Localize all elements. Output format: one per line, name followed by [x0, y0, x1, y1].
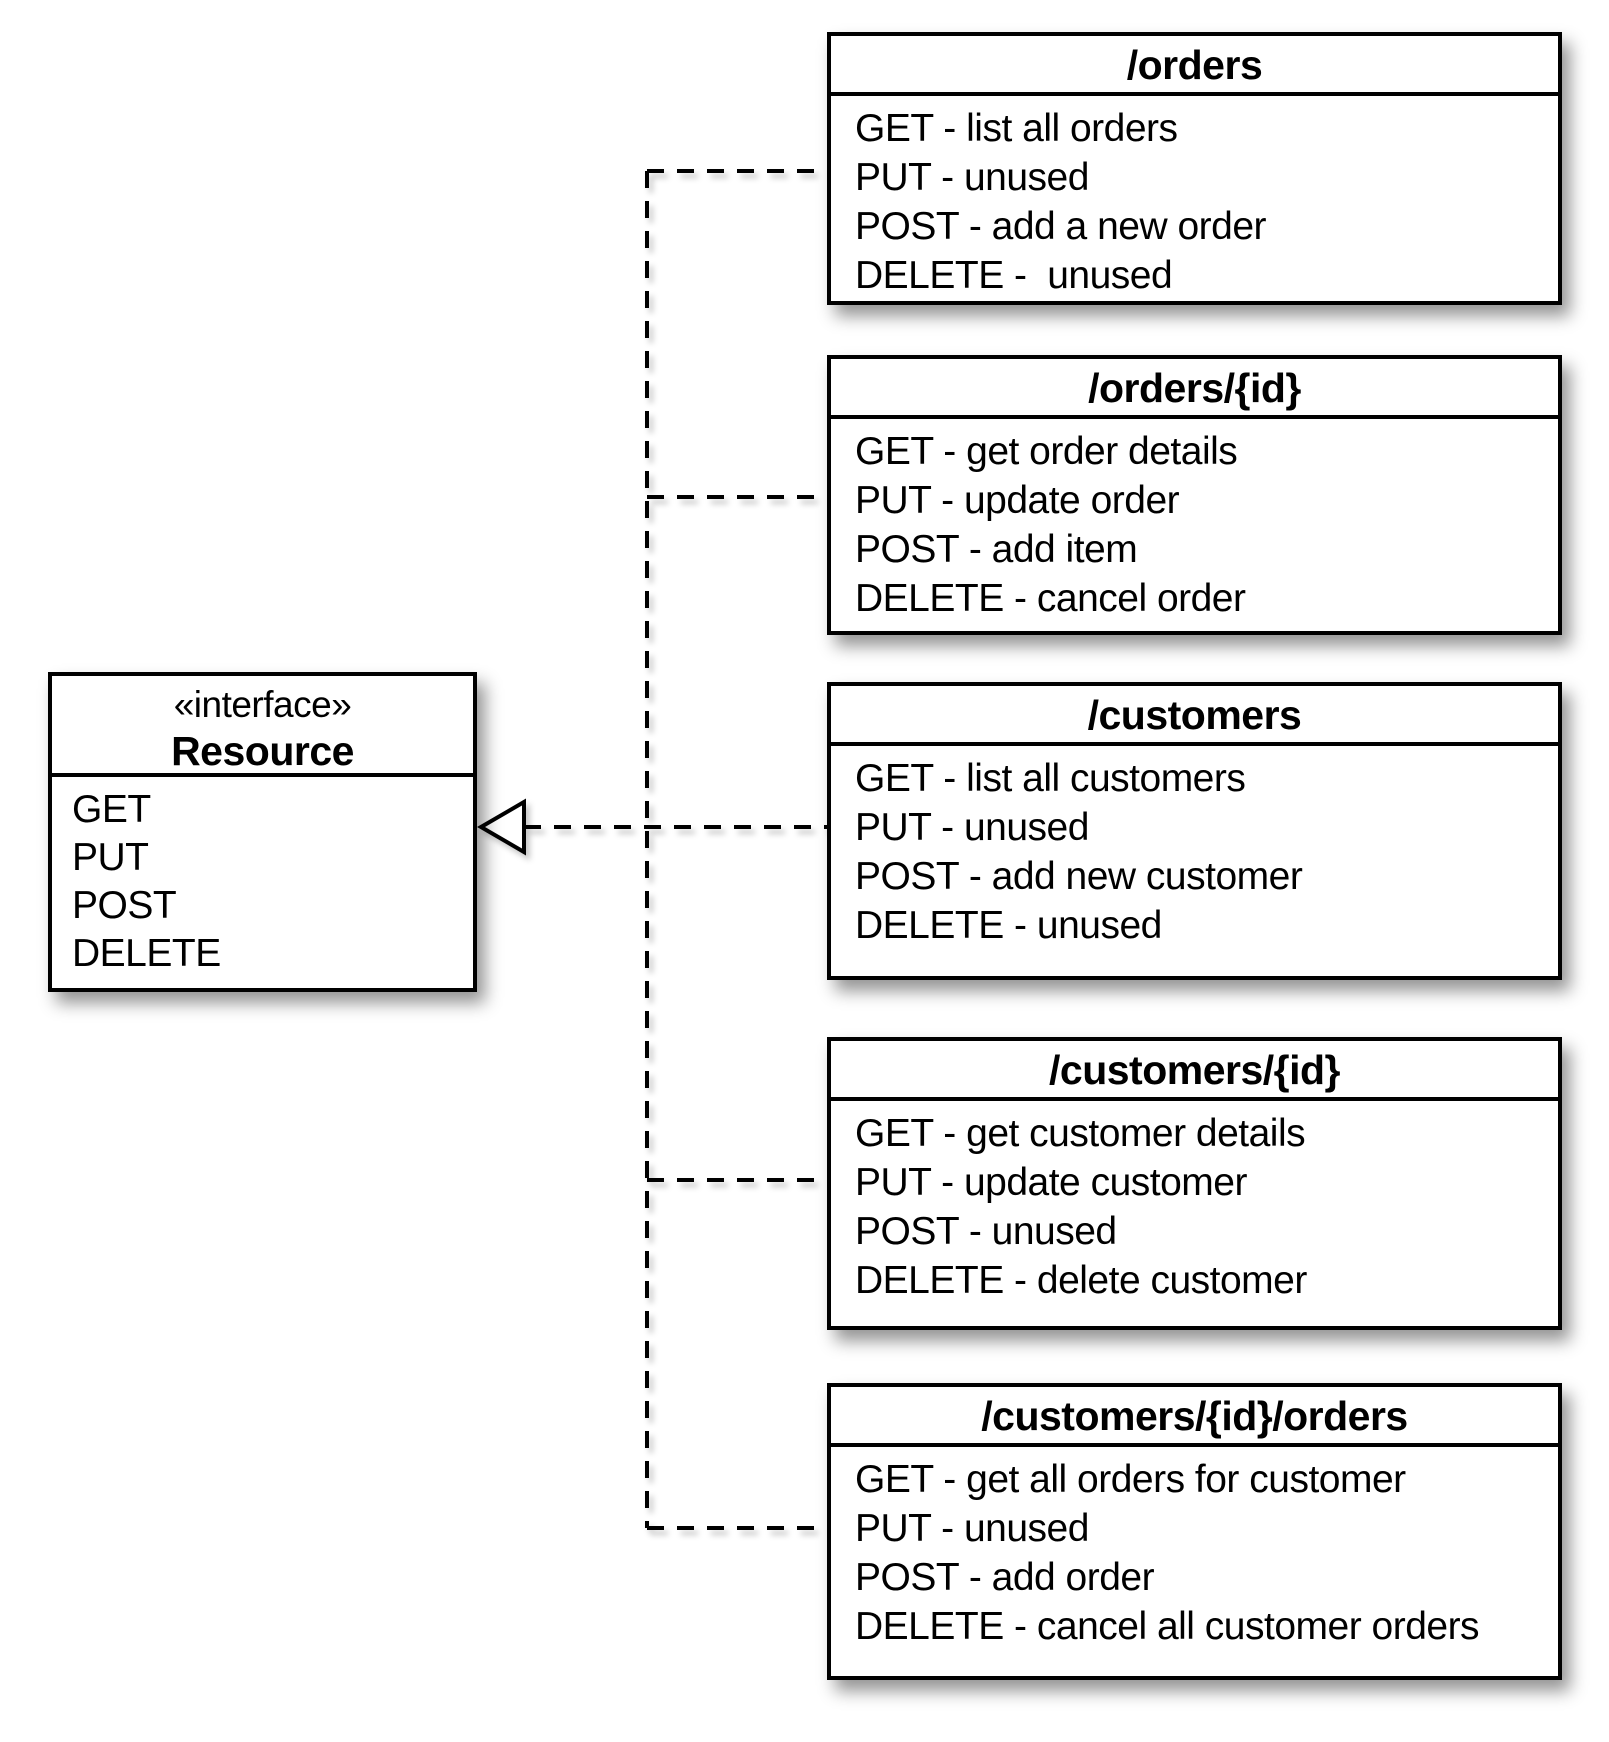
method-row: PUT — [72, 836, 149, 879]
resource-box-customers-id-orders: /customers/{id}/orders GET - get all ord… — [827, 1383, 1562, 1680]
method-row: DELETE - unused — [855, 254, 1173, 297]
resource-box-customers: /customers GET - list all customers PUT … — [827, 682, 1562, 980]
method-row: POST - add item — [855, 528, 1138, 571]
interface-box-resource: «interface» Resource GET PUT POST DELETE — [48, 672, 477, 992]
interface-header: «interface» Resource — [52, 676, 473, 777]
method-row: POST - unused — [855, 1210, 1117, 1253]
method-row: PUT - unused — [855, 1507, 1089, 1550]
resource-title: /customers — [831, 686, 1558, 746]
method-row: PUT - update customer — [855, 1161, 1247, 1204]
resource-method-list: GET - list all orders PUT - unused POST … — [831, 96, 1558, 300]
method-row: GET - list all customers — [855, 757, 1246, 800]
method-row: PUT - unused — [855, 156, 1089, 199]
resource-method-list: GET - get all orders for customer PUT - … — [831, 1447, 1558, 1651]
method-row: POST - add order — [855, 1556, 1155, 1599]
method-row: GET - get all orders for customer — [855, 1458, 1406, 1501]
method-row: GET - get order details — [855, 430, 1238, 473]
resource-box-customers-id: /customers/{id} GET - get customer detai… — [827, 1037, 1562, 1330]
resource-title: /orders — [831, 36, 1558, 96]
method-row: DELETE - unused — [855, 904, 1162, 947]
method-row: DELETE - delete customer — [855, 1259, 1307, 1302]
method-row: DELETE - cancel order — [855, 577, 1246, 620]
resource-method-list: GET - get order details PUT - update ord… — [831, 419, 1558, 623]
method-row: POST — [72, 884, 177, 927]
method-row: POST - add a new order — [855, 205, 1267, 248]
resource-title: /orders/{id} — [831, 359, 1558, 419]
method-row: GET - get customer details — [855, 1112, 1306, 1155]
method-row: PUT - unused — [855, 806, 1089, 849]
interface-stereotype: «interface» — [173, 684, 352, 725]
interface-name: Resource — [171, 728, 354, 774]
method-row: POST - add new customer — [855, 855, 1303, 898]
resource-title: /customers/{id} — [831, 1041, 1558, 1101]
resource-method-list: GET - list all customers PUT - unused PO… — [831, 746, 1558, 950]
method-row: DELETE - cancel all customer orders — [855, 1605, 1480, 1648]
method-row: PUT - update order — [855, 479, 1180, 522]
resource-box-orders-id: /orders/{id} GET - get order details PUT… — [827, 355, 1562, 635]
method-row: GET — [72, 788, 151, 831]
method-row: DELETE — [72, 932, 221, 975]
resource-title: /customers/{id}/orders — [831, 1387, 1558, 1447]
resource-box-orders: /orders GET - list all orders PUT - unus… — [827, 32, 1562, 305]
method-row: GET - list all orders — [855, 107, 1178, 150]
interface-method-list: GET PUT POST DELETE — [52, 777, 473, 978]
resource-method-list: GET - get customer details PUT - update … — [831, 1101, 1558, 1305]
hollow-triangle-icon — [477, 798, 526, 856]
